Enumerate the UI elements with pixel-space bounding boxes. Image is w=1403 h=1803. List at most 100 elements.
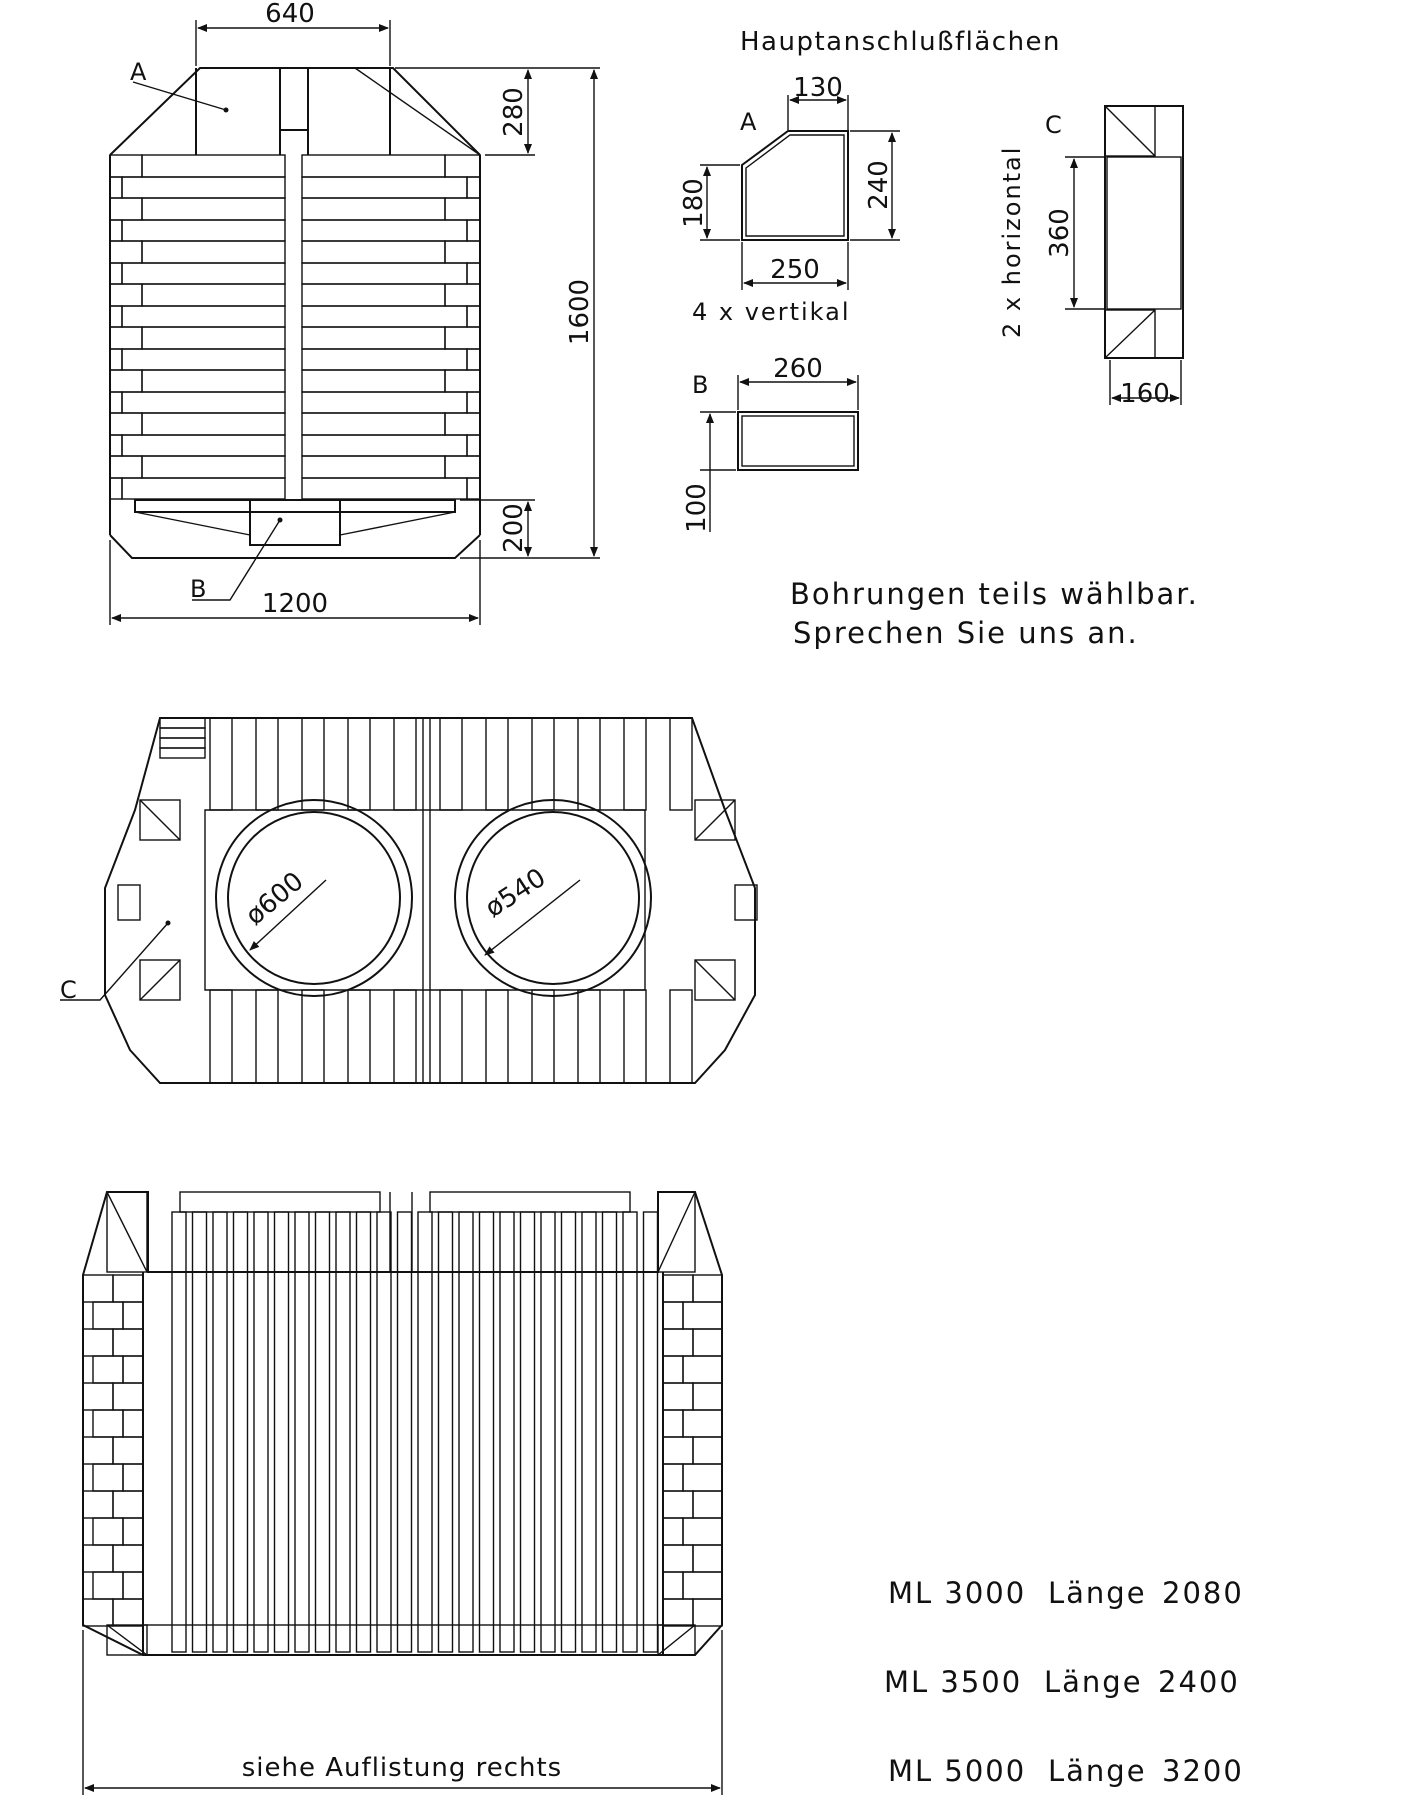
- rib-block: [444, 369, 481, 393]
- brick: [82, 1490, 114, 1519]
- rib-bar: [191, 1211, 208, 1653]
- rib-block: [109, 434, 123, 457]
- rib-block: [301, 348, 468, 371]
- rib-tooth: [623, 717, 647, 811]
- svg-text:160: 160: [1120, 379, 1170, 409]
- rib-block: [301, 412, 446, 436]
- rib-block: [109, 176, 123, 199]
- brick: [112, 1490, 144, 1519]
- rib-tooth: [393, 989, 417, 1084]
- manhole-600: ø600: [215, 799, 413, 997]
- rib-tooth: [209, 717, 233, 811]
- front-ribs: [109, 154, 481, 500]
- rib-tooth: [439, 989, 463, 1084]
- leader-c: [60, 922, 169, 1001]
- rib-block: [141, 369, 286, 393]
- svg-text:3200: 3200: [1162, 1754, 1244, 1788]
- rib-block: [466, 434, 481, 457]
- rib-tooth: [439, 717, 463, 811]
- svg-text:C: C: [1045, 111, 1062, 139]
- brick: [82, 1544, 114, 1573]
- rib-block: [444, 197, 481, 221]
- rib-block: [141, 412, 286, 436]
- brick: [692, 1382, 723, 1411]
- label-c: C: [60, 976, 77, 1004]
- rib-bar: [335, 1211, 351, 1653]
- brick: [92, 1301, 124, 1330]
- rib-tooth: [577, 717, 601, 811]
- rib-block: [301, 391, 468, 414]
- svg-text:260: 260: [773, 354, 823, 384]
- label-b: B: [190, 575, 206, 603]
- rib-block: [121, 262, 286, 285]
- label-a: A: [130, 58, 147, 86]
- brick: [112, 1382, 144, 1411]
- length-list: ML 3000 Länge 2080 ML 3500 Länge 2400 ML…: [884, 1576, 1244, 1788]
- rib-block: [109, 262, 123, 285]
- rib-block: [109, 369, 143, 393]
- brick: [682, 1301, 723, 1330]
- rib-edge: [159, 727, 206, 739]
- connection-c: C 2 x horizontal 360 160: [998, 105, 1184, 409]
- rib-block: [121, 391, 286, 414]
- rib-tooth: [347, 989, 371, 1084]
- manhole-540: ø540: [454, 799, 652, 997]
- brick: [112, 1328, 144, 1357]
- rib-bar: [294, 1211, 310, 1653]
- rib-block: [466, 305, 481, 328]
- rib-bar: [519, 1211, 536, 1653]
- rib-bar: [499, 1211, 515, 1653]
- brick: [112, 1544, 144, 1573]
- rib-bar: [540, 1211, 556, 1653]
- rib-bar: [171, 1211, 187, 1653]
- brick: [682, 1571, 723, 1600]
- rib-block: [109, 283, 143, 307]
- rib-block: [121, 477, 286, 500]
- svg-text:B: B: [692, 371, 708, 399]
- rib-block: [466, 391, 481, 414]
- length-row-ml5000: ML 5000 Länge 3200: [888, 1754, 1244, 1788]
- rib-block: [466, 262, 481, 285]
- rib-tooth: [255, 717, 279, 811]
- rib-block: [109, 240, 143, 264]
- brick: [682, 1355, 723, 1384]
- side-ribs: [82, 1211, 723, 1656]
- svg-text:siehe Auflistung rechts: siehe Auflistung rechts: [242, 1753, 562, 1783]
- rib-block: [444, 154, 481, 178]
- rib-bar: [314, 1211, 331, 1653]
- svg-text:2400: 2400: [1158, 1665, 1240, 1699]
- rib-block: [466, 477, 481, 500]
- svg-text:1600: 1600: [565, 279, 595, 345]
- rib-block: [466, 176, 481, 199]
- brick: [682, 1409, 723, 1438]
- brick: [82, 1274, 114, 1303]
- dim-1200: 1200: [109, 540, 481, 625]
- rib-block: [466, 219, 481, 242]
- rib-tooth: [393, 717, 417, 811]
- rib-block: [301, 197, 446, 221]
- note-line-2: Sprechen Sie uns an.: [793, 616, 1139, 650]
- brick: [92, 1355, 124, 1384]
- leader-a: [132, 81, 227, 111]
- rib-tooth: [209, 989, 233, 1084]
- rib-bar: [437, 1211, 454, 1653]
- rib-bar: [232, 1211, 249, 1653]
- connections-title: Hauptanschlußflächen: [740, 27, 1061, 57]
- dim-1600: 1600: [460, 67, 600, 559]
- svg-text:100: 100: [682, 483, 712, 533]
- rib-bar: [458, 1211, 474, 1653]
- rib-block: [121, 176, 286, 199]
- brick: [122, 1517, 144, 1546]
- brick: [122, 1463, 144, 1492]
- rib-block: [141, 455, 286, 479]
- leader-b: [192, 519, 281, 601]
- svg-text:180: 180: [679, 178, 709, 228]
- brick: [662, 1490, 694, 1519]
- rib-bar: [642, 1211, 659, 1653]
- brick: [92, 1517, 124, 1546]
- brick: [692, 1274, 723, 1303]
- front-view: A B 640 280 1600 200: [109, 0, 600, 625]
- rib-block: [109, 305, 123, 328]
- rib-block: [301, 477, 468, 500]
